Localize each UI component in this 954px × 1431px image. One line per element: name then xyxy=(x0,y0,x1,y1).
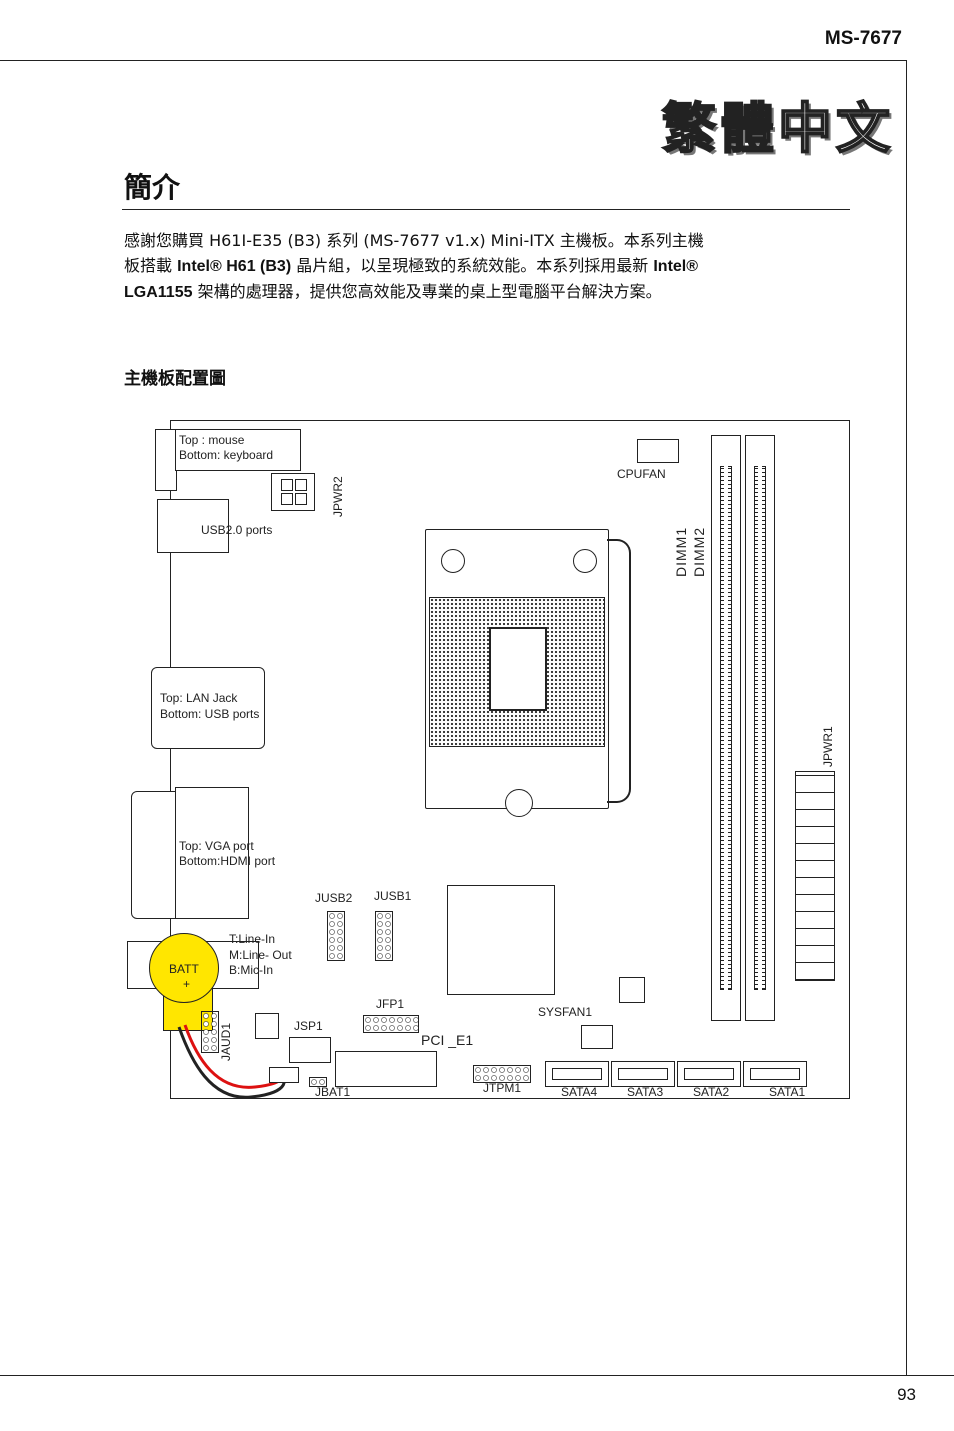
intro-intel: Intel® xyxy=(653,258,699,275)
label-line-in: T:Line-In xyxy=(229,932,276,946)
intro-line1: 感謝您購買 H61I-E35 (B3) 系列 (MS-7677 v1.x) Mi… xyxy=(124,231,704,250)
label-mic-in: B:Mic-In xyxy=(229,963,274,977)
dimm1-slot xyxy=(711,435,741,1021)
label-jbat1: JBAT1 xyxy=(315,1085,351,1099)
label-jusb2: JUSB2 xyxy=(315,891,353,905)
intro-line2c: 晶片組，以呈現極致的系統效能。本系列採用最新 xyxy=(296,256,649,275)
jpwr2-connector xyxy=(271,473,315,511)
sata4-port xyxy=(545,1061,609,1087)
label-vga-bottom: Bottom:HDMI port xyxy=(179,854,276,868)
side-rule xyxy=(906,60,907,1376)
label-jtpm1: JTPM1 xyxy=(483,1081,522,1095)
jbat1-jumper xyxy=(309,1077,327,1087)
ps2-port xyxy=(175,429,301,471)
label-jsp1: JSP1 xyxy=(294,1019,323,1033)
intro-chipset: Intel® H61 (B3) xyxy=(177,258,292,275)
jusb1-header xyxy=(375,911,393,961)
section-title: 簡介 xyxy=(124,171,181,204)
dimm2-slot xyxy=(745,435,775,1021)
label-jpwr2: JPWR2 xyxy=(331,476,345,517)
battery-connector xyxy=(269,1067,299,1083)
label-jfp1: JFP1 xyxy=(376,997,405,1011)
battery-cell xyxy=(149,933,219,1003)
intro-paragraph: 感謝您購買 H61I-E35 (B3) 系列 (MS-7677 v1.x) Mi… xyxy=(124,228,850,305)
jpwr2-pin xyxy=(295,479,307,491)
jtpm1-header xyxy=(473,1065,531,1083)
vga-hdmi-port xyxy=(175,787,249,919)
intro-line2a: 板搭載 xyxy=(124,256,173,275)
label-cpufan: CPUFAN xyxy=(617,467,666,481)
intro-line3b: 架構的處理器，提供您高效能及專業的桌上型電腦平台解決方案。 xyxy=(197,282,662,301)
label-lan-bottom: Bottom: USB ports xyxy=(160,707,260,721)
label-vga-top: Top: VGA port xyxy=(179,839,254,853)
label-sata1: SATA1 xyxy=(769,1085,806,1099)
sata2-port xyxy=(677,1061,741,1087)
model-number: MS-7677 xyxy=(824,28,902,49)
label-batt: BATT xyxy=(169,962,199,976)
label-top-mouse: Top : mouse xyxy=(179,433,245,447)
language-title: 繁體中文 xyxy=(661,96,894,161)
sata3-port xyxy=(611,1061,675,1087)
usb-ports xyxy=(157,499,229,553)
jsp1-header xyxy=(289,1037,331,1063)
cpufan-header xyxy=(637,439,679,463)
jusb2-header xyxy=(327,911,345,961)
jpwr2-pin xyxy=(295,493,307,505)
label-bottom-keyboard: Bottom: keyboard xyxy=(179,448,274,462)
label-dimm2: DIMM2 xyxy=(691,526,707,577)
label-jusb1: JUSB1 xyxy=(374,889,412,903)
sata1-port xyxy=(743,1061,807,1087)
label-sata3: SATA3 xyxy=(627,1085,664,1099)
small-chip xyxy=(255,1013,279,1039)
vga-connector xyxy=(131,791,181,919)
socket-screw-left xyxy=(441,549,465,573)
intro-socket: LGA1155 xyxy=(124,284,193,301)
small-ic xyxy=(619,977,645,1003)
label-usb20: USB2.0 ports xyxy=(201,523,273,537)
jfp1-header xyxy=(363,1015,419,1033)
lan-usb-port xyxy=(151,667,265,749)
socket-screw-right xyxy=(573,549,597,573)
jpwr2-pin xyxy=(281,493,293,505)
label-sata4: SATA4 xyxy=(561,1085,598,1099)
cpu-socket-center xyxy=(489,627,547,711)
label-pci-e1: PCI _E1 xyxy=(421,1032,474,1048)
header-rule xyxy=(0,60,906,61)
motherboard-diagram: Top : mouse Bottom: keyboard JPWR2 USB2.… xyxy=(127,420,850,1099)
socket-lever xyxy=(607,539,631,803)
label-jpwr1: JPWR1 xyxy=(821,726,835,767)
label-dimm1: DIMM1 xyxy=(673,526,689,577)
label-line-out: M:Line- Out xyxy=(229,948,292,962)
label-batt-plus: + xyxy=(183,977,191,991)
label-sysfan1: SYSFAN1 xyxy=(538,1005,593,1019)
jpwr1-connector xyxy=(795,771,835,981)
chipset xyxy=(447,885,555,995)
jaud1-header xyxy=(201,1011,219,1053)
ps2-bracket xyxy=(155,429,177,491)
label-jaud1: JAUD1 xyxy=(219,1022,233,1061)
footer-rule xyxy=(0,1375,954,1376)
socket-lever-screw xyxy=(505,789,533,817)
layout-title: 主機板配置圖 xyxy=(124,369,226,389)
label-sata2: SATA2 xyxy=(693,1085,730,1099)
sysfan1-header xyxy=(581,1025,613,1049)
page-number: 93 xyxy=(897,1385,916,1404)
section-rule xyxy=(122,209,850,210)
jpwr2-pin xyxy=(281,479,293,491)
label-lan-top: Top: LAN Jack xyxy=(160,691,238,705)
pcie-slot xyxy=(335,1051,437,1087)
